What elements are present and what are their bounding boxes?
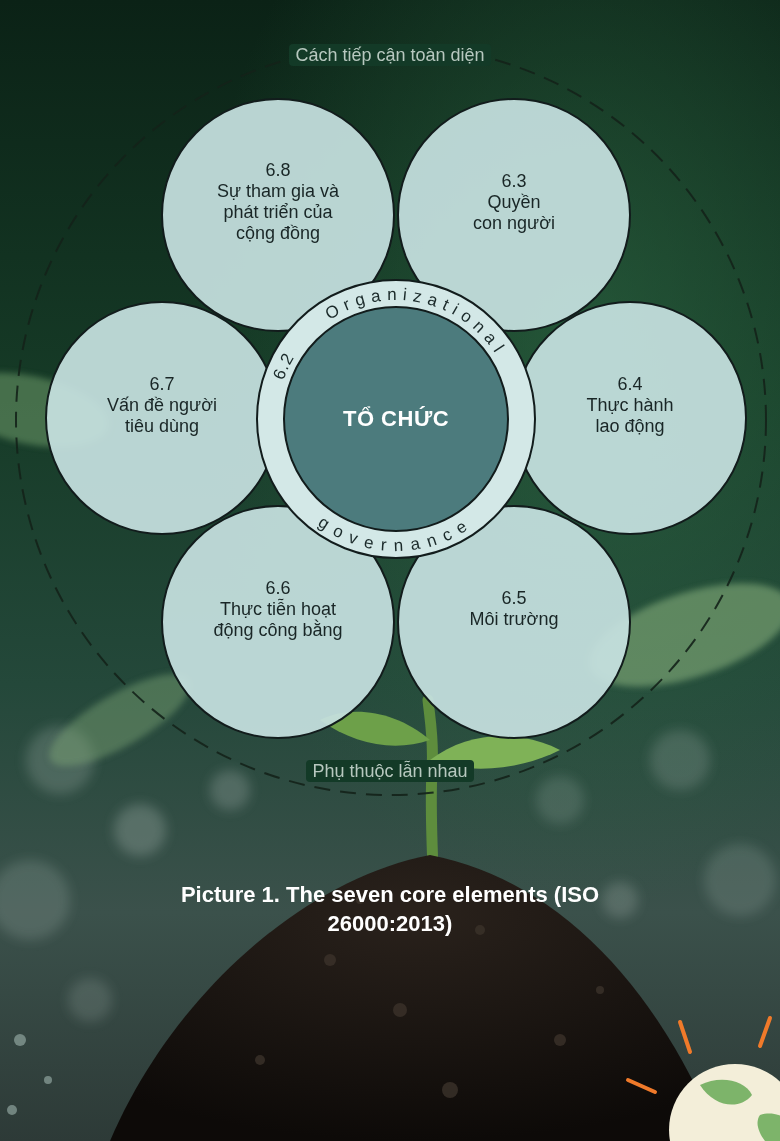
clause-number: 6.4 [617,374,642,395]
diagram-note: Phụ thuộc lẫn nhau [306,760,473,782]
governance-ring: 6.2OrganizationalgovernanceTỔ CHỨC [256,279,536,559]
clause-number: 6.3 [501,171,526,192]
organization-circle: TỔ CHỨC [283,306,509,532]
clause-number: 6.5 [501,588,526,609]
clause-number: 6.7 [149,374,174,395]
figure-caption: Picture 1. The seven core elements (ISO … [165,880,615,938]
clause-number: 6.6 [265,578,290,599]
clause-number: 6.8 [265,160,290,181]
subject-name: Quyền con người [471,192,557,234]
core-subject-circle: 6.4Thực hành lao động [513,301,747,535]
subject-name: Thực tiễn hoạt động công bằng [205,599,351,641]
diagram-note: Cách tiếp cận toàn diện [289,44,490,66]
subject-name: Sự tham gia và phát triển của cộng đồng [202,181,354,244]
core-subject-circle: 6.7Vấn đề người tiêu dùng [45,301,279,535]
subject-name: Vấn đề người tiêu dùng [95,395,230,437]
organization-name: TỔ CHỨC [343,406,449,432]
subject-name: Thực hành lao động [579,395,681,437]
subject-name: Môi trường [470,609,559,630]
